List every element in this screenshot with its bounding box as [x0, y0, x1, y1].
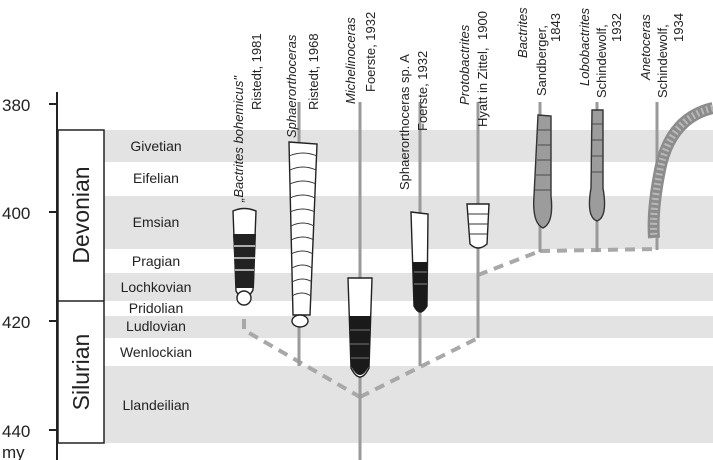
stage-llandeilian: Llandeilian — [123, 397, 190, 413]
tick-label-440: 440 — [2, 422, 30, 441]
fossil-michelinoceras — [348, 278, 372, 377]
fossil-sphaerorthoceras-sp-a — [411, 212, 428, 312]
stage-pragian: Pragian — [132, 253, 180, 269]
stage-pridolian: Pridolian — [129, 300, 183, 316]
taxon-name-bactrites-bohemicus: „Bactrites bohemicus" — [231, 75, 246, 203]
time-axis: 380 400 420 440 my — [2, 92, 57, 460]
taxon-author-sphaerorthoceras: Ristedt, 1968 — [306, 33, 321, 110]
tick-label-380: 380 — [2, 96, 30, 115]
taxon-author-bactrites-bohemicus: Ristedt, 1981 — [249, 33, 264, 110]
taxon-author-protobactrites: Hyatt in Zittel, — [475, 48, 490, 127]
taxon-author-lobobactrites: Schindewolf, — [594, 24, 609, 98]
taxon-author2-lobobactrites: 1932 — [609, 13, 624, 42]
taxon-name-sphaerorthoceras: Sphaerorthoceras — [284, 34, 299, 138]
stage-wenlockian: Wenlockian — [120, 344, 192, 360]
band-emsian — [104, 196, 713, 249]
taxon-author2-protobactrites: 1900 — [475, 11, 490, 40]
link-protobactrites — [478, 251, 540, 275]
stage-ludlovian: Ludlovian — [126, 318, 186, 334]
stage-eifelian: Eifelian — [133, 170, 179, 186]
taxon-name-michelinoceras: Michelinoceras — [343, 17, 358, 104]
taxon-author-bactrites: Sandberger, — [534, 25, 549, 96]
taxon-author-michelinoceras: Foerste, 1932 — [363, 12, 378, 92]
taxon-author-anetoceras: Schindewolf, — [655, 24, 670, 98]
stage-lochkovian: Lochkovian — [121, 279, 192, 295]
stage-emsian: Emsian — [133, 214, 180, 230]
axis-unit: my — [2, 443, 25, 460]
period-silurian: Silurian — [68, 334, 94, 411]
taxon-name-bactrites: Bactrites — [515, 7, 530, 58]
fossil-bactrites-bohemicus — [233, 209, 256, 306]
taxon-author2-anetoceras: 1934 — [671, 13, 686, 42]
taxon-name-anetoceras: Anetoceras — [638, 14, 653, 81]
band-llandeilian — [104, 366, 713, 443]
fossil-protobactrites — [467, 204, 489, 248]
taxon-author2-bactrites: 1843 — [548, 13, 563, 42]
fossil-lobobactrites — [589, 110, 604, 221]
stage-givetian: Givetian — [130, 138, 181, 154]
taxon-name-sphaerorthoceras-sp-a: Sphaerorthoceras sp. A — [397, 54, 412, 190]
band-lochkovian — [104, 273, 713, 301]
taxon-name-protobactrites: Protobactrites — [457, 24, 472, 105]
link-bactrites-group — [540, 249, 658, 251]
band-ludlovian — [104, 316, 713, 338]
taxon-author-sphaerorthoceras-sp-a: Foerste, 1932 — [415, 51, 430, 131]
tick-label-400: 400 — [2, 204, 30, 223]
period-column: Devonian Silurian — [58, 130, 104, 443]
period-devonian: Devonian — [68, 166, 94, 263]
taxon-name-lobobactrites: Lobobactrites — [577, 7, 592, 86]
tick-label-420: 420 — [2, 313, 30, 332]
